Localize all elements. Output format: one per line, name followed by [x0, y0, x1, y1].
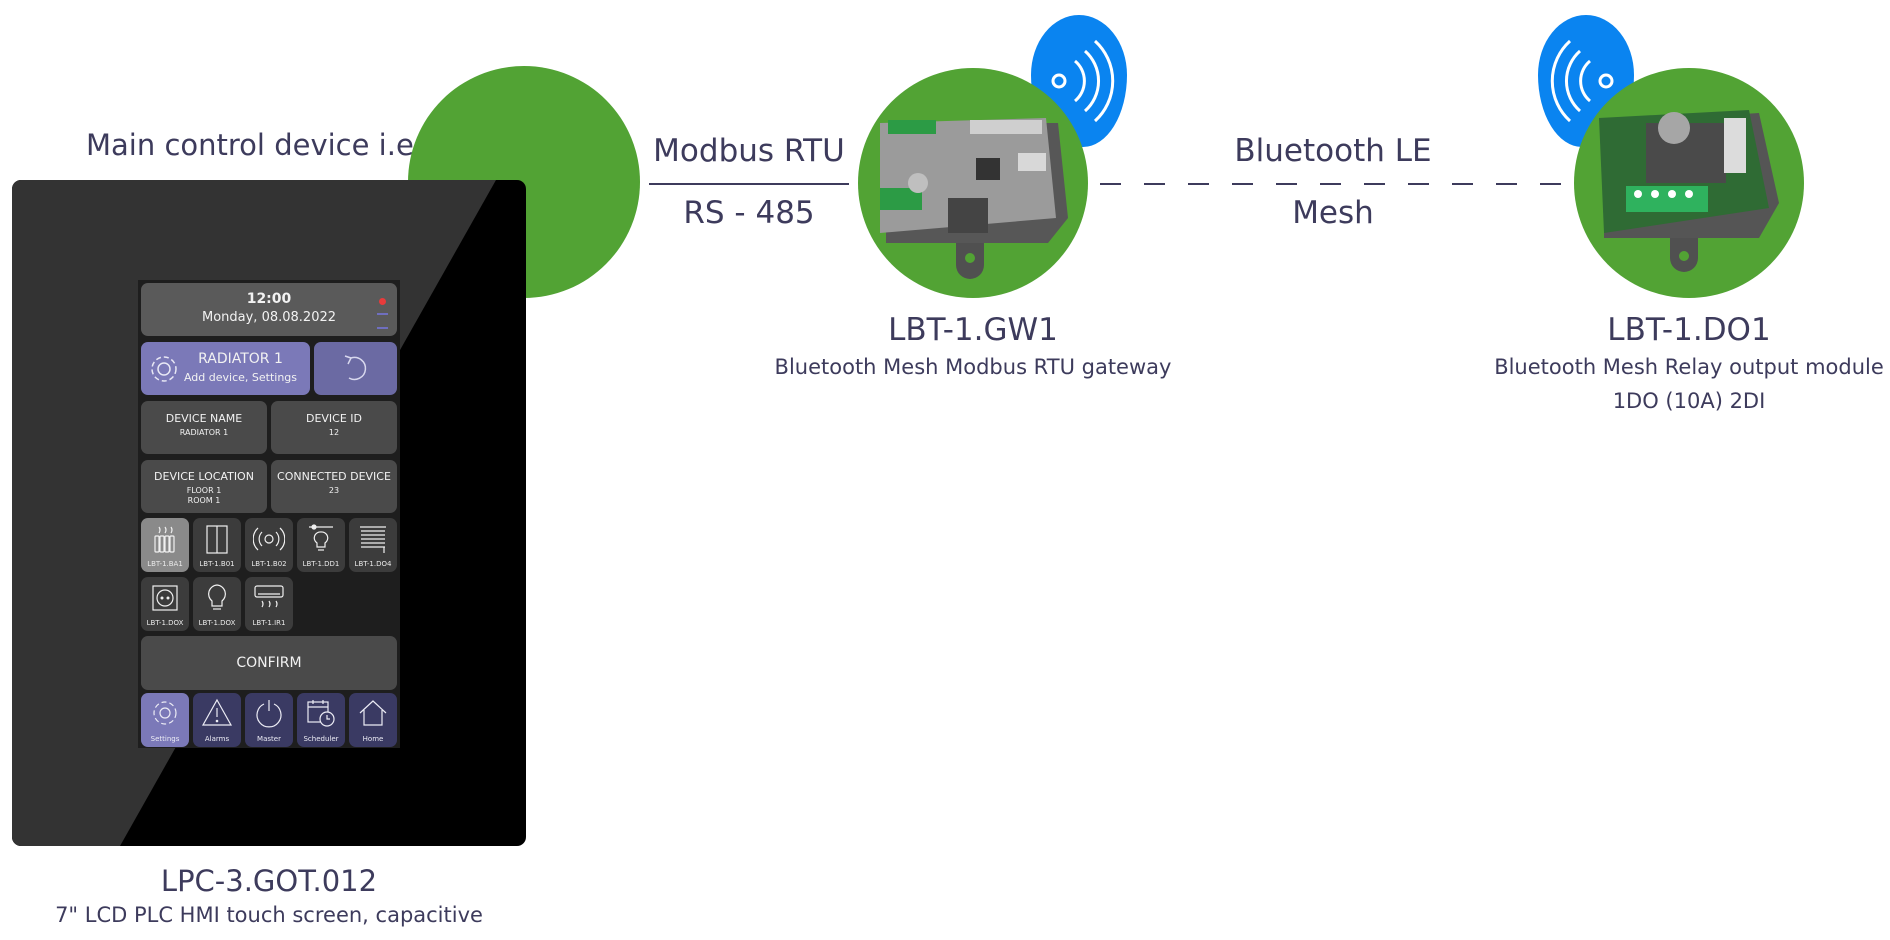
device-name-tile[interactable]: DEVICE NAME RADIATOR 1: [141, 401, 267, 454]
radiator-subtitle: Add device, Settings: [183, 371, 298, 384]
mesh-label: Mesh: [1292, 195, 1374, 231]
hmi-description: 7" LCD PLC HMI touch screen, capacitive: [55, 903, 483, 927]
confirm-button[interactable]: CONFIRM: [141, 636, 397, 690]
bluetooth-signal-icon: [1550, 39, 1614, 123]
device-icon-do4[interactable]: LBT-1.DO4: [349, 518, 397, 572]
status-dot-icon: [379, 298, 386, 305]
gateway-green-circle: [858, 68, 1088, 298]
gateway-description: Bluetooth Mesh Modbus RTU gateway: [774, 355, 1172, 379]
device-icon-ba1[interactable]: LBT-1.BA1: [141, 518, 189, 572]
gear-icon: [151, 356, 177, 382]
relay-green-circle: [1574, 68, 1804, 298]
device-icon-caption: LBT-1.DD1: [302, 560, 340, 568]
back-button[interactable]: [314, 342, 397, 395]
air-conditioner-icon: [254, 585, 284, 608]
device-location-room: ROOM 1: [187, 496, 221, 505]
bluetooth-le-label: Bluetooth LE: [1234, 133, 1432, 169]
clock-panel: 12:00 Monday, 08.08.2022: [141, 283, 397, 336]
ble-mesh-dashed-line: [1100, 183, 1565, 185]
nav-label: Home: [362, 735, 384, 743]
radiator-settings-button[interactable]: RADIATOR 1 Add device, Settings: [141, 342, 310, 395]
hmi-model: LPC-3.GOT.012: [160, 864, 378, 898]
radiator-icon: [154, 526, 175, 553]
nav-settings[interactable]: Settings: [141, 693, 189, 747]
nav-alarms[interactable]: Alarms: [193, 693, 241, 747]
wireless-signal-icon: [253, 527, 285, 551]
device-icon-caption: LBT-1.IR1: [252, 619, 286, 627]
device-location-label: DEVICE LOCATION: [154, 470, 254, 483]
device-name-value: RADIATOR 1: [179, 428, 229, 437]
nav-label: Alarms: [204, 735, 230, 743]
device-icon-caption: LBT-1.DO4: [354, 560, 392, 568]
modbus-line: [649, 183, 849, 185]
device-id-label: DEVICE ID: [305, 412, 363, 425]
clock-time: 12:00: [246, 291, 292, 307]
device-icon-ir1[interactable]: LBT-1.IR1: [245, 577, 293, 631]
device-id-value: 12: [328, 428, 340, 437]
signal-icon: [377, 313, 388, 329]
nav-home[interactable]: Home: [349, 693, 397, 747]
power-icon: [256, 700, 282, 728]
device-icon-dox-bulb[interactable]: LBT-1.DOX: [193, 577, 241, 631]
nav-label: Scheduler: [303, 735, 339, 743]
blinds-icon: [360, 526, 386, 553]
light-bulb-icon: [208, 584, 226, 610]
device-location-floor: FLOOR 1: [186, 486, 222, 495]
gear-icon: [153, 701, 177, 725]
nav-master[interactable]: Master: [245, 693, 293, 747]
rs485-label: RS - 485: [683, 195, 815, 231]
device-icon-caption: LBT-1.DOX: [146, 619, 184, 627]
dimmer-bulb-icon: [309, 524, 333, 551]
device-id-tile[interactable]: DEVICE ID 12: [271, 401, 397, 454]
home-icon: [359, 700, 387, 726]
connected-device-tile[interactable]: CONNECTED DEVICE 23: [271, 460, 397, 513]
relay-description: Bluetooth Mesh Relay output module: [1494, 355, 1884, 379]
warning-icon: [201, 698, 233, 726]
device-icon-b01[interactable]: LBT-1.B01: [193, 518, 241, 572]
gateway-model: LBT-1.GW1: [888, 312, 1058, 348]
device-location-tile[interactable]: DEVICE LOCATION FLOOR 1 ROOM 1: [141, 460, 267, 513]
bluetooth-signal-icon: [1051, 39, 1115, 123]
device-icon-dd1[interactable]: LBT-1.DD1: [297, 518, 345, 572]
modbus-label: Modbus RTU: [653, 133, 845, 169]
relay-description-2: 1DO (10A) 2DI: [1612, 389, 1766, 413]
connected-device-label: CONNECTED DEVICE: [277, 470, 391, 483]
main-control-label: Main control device i.e.:: [86, 128, 433, 162]
gateway-module-image: [880, 118, 1068, 279]
socket-icon: [152, 585, 178, 611]
device-name-label: DEVICE NAME: [165, 412, 243, 425]
undo-arrow-icon: [344, 355, 367, 381]
device-icon-dox-socket[interactable]: LBT-1.DOX: [141, 577, 189, 631]
confirm-label: CONFIRM: [236, 655, 302, 671]
nav-label: Settings: [150, 735, 180, 743]
relay-model: LBT-1.DO1: [1607, 312, 1771, 348]
relay-module-image: [1599, 110, 1779, 272]
hmi-screen: 12:00 Monday, 08.08.2022 RADIATOR 1 Add …: [138, 280, 400, 748]
connected-device-value: 23: [328, 486, 340, 495]
calendar-clock-icon: [307, 700, 335, 727]
device-icon-caption: LBT-1.BA1: [147, 560, 183, 568]
radiator-title: RADIATOR 1: [198, 351, 283, 367]
clock-date: Monday, 08.08.2022: [201, 310, 337, 325]
nav-label: Master: [257, 735, 281, 743]
device-icon-caption: LBT-1.DOX: [198, 619, 236, 627]
door-icon: [206, 525, 228, 554]
device-icon-caption: LBT-1.B01: [199, 560, 235, 568]
nav-scheduler[interactable]: Scheduler: [297, 693, 345, 747]
device-icon-b02[interactable]: LBT-1.B02: [245, 518, 293, 572]
device-icon-caption: LBT-1.B02: [251, 560, 287, 568]
